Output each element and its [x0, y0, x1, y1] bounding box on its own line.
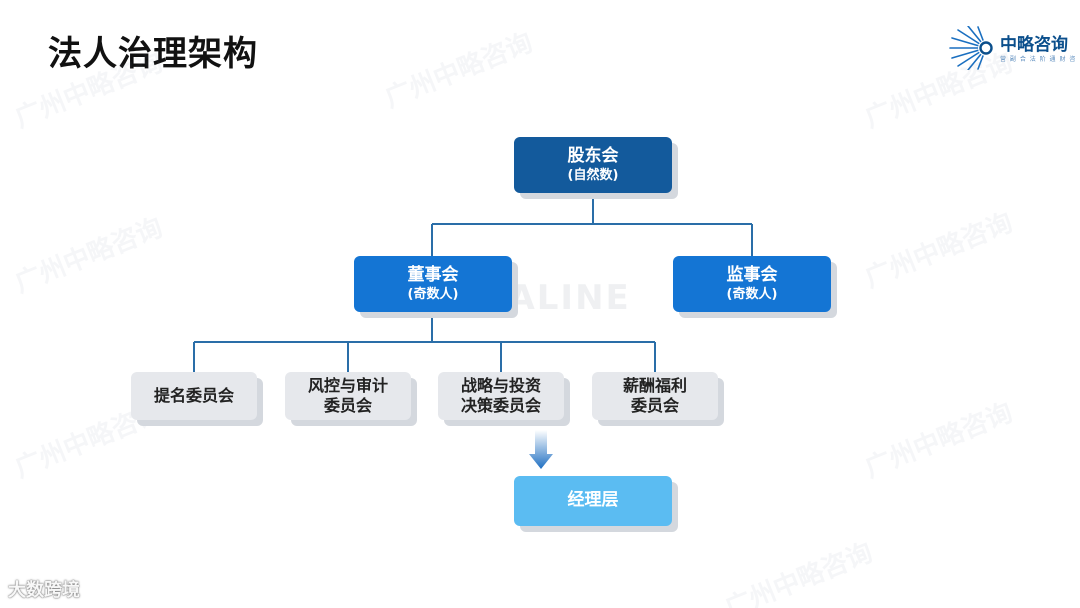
sunburst-logo-icon: [949, 26, 994, 70]
node-committee-compensation: 薪酬福利 委员会: [592, 372, 718, 420]
node-shareholders: 股东会 (自然数): [514, 137, 672, 193]
footer-logo: 大数跨境: [8, 580, 80, 601]
node-label: 董事会: [407, 265, 459, 286]
node-label: 股东会: [567, 146, 619, 167]
node-label-line1: 风控与审计: [307, 376, 388, 395]
node-sublabel: (奇数人): [407, 286, 459, 302]
node-committee-nomination: 提名委员会: [131, 372, 257, 420]
node-label: 监事会: [726, 265, 778, 286]
brand-tagline: 营 副 合 法 阶 通 财 咨: [1000, 56, 1077, 63]
node-label-line2: 决策委员会: [460, 396, 541, 415]
node-sublabel: (自然数): [567, 167, 619, 183]
node-label: 提名委员会: [153, 386, 234, 405]
page-title: 法人治理架构: [48, 34, 258, 74]
down-arrow-icon: [529, 430, 553, 469]
brand-name: 中略咨询: [1000, 35, 1068, 55]
node-supervisors: 监事会 (奇数人): [673, 256, 831, 312]
node-label-line2: 委员会: [323, 396, 372, 415]
node-label-line1: 战略与投资: [460, 376, 541, 395]
node-sublabel: (奇数人): [726, 286, 778, 302]
node-committee-strategy: 战略与投资 决策委员会: [438, 372, 564, 420]
brand-logo: 中略咨询 营 副 合 法 阶 通 财 咨: [946, 24, 1075, 72]
node-management: 经理层: [514, 476, 672, 526]
node-label-line2: 委员会: [630, 396, 679, 415]
node-board: 董事会 (奇数人): [354, 256, 512, 312]
node-committee-risk-audit: 风控与审计 委员会: [285, 372, 411, 420]
node-label-line1: 薪酬福利: [622, 376, 687, 395]
node-label: 经理层: [567, 490, 619, 511]
